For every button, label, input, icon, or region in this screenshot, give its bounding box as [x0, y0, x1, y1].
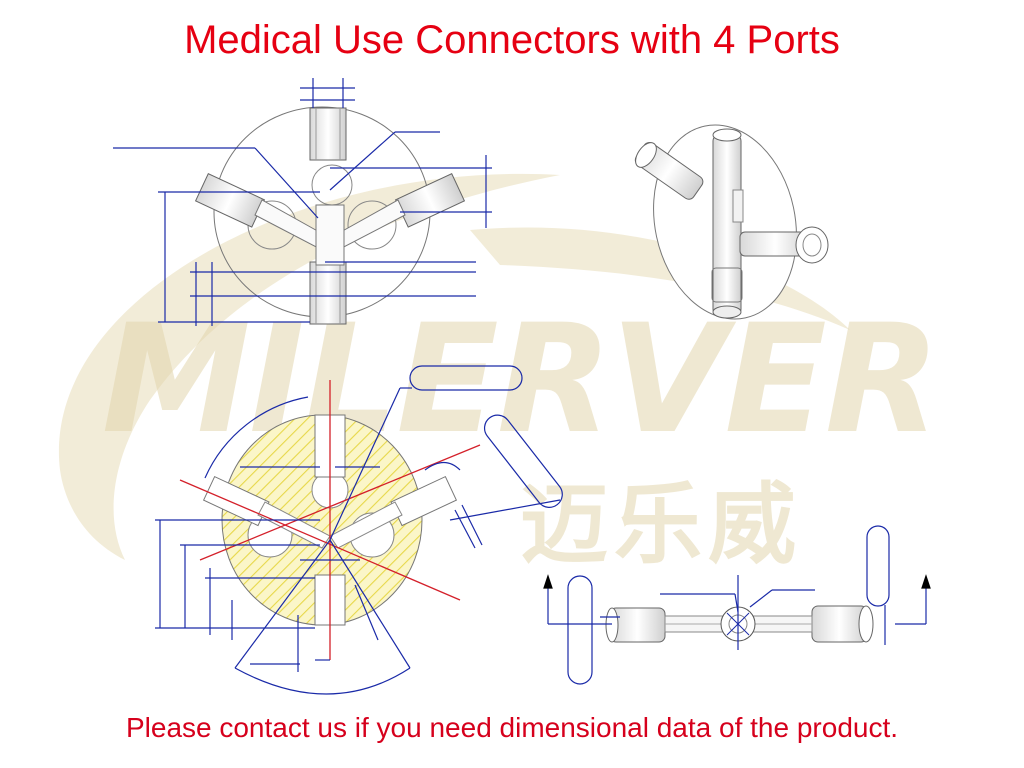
watermark-chinese: 迈乐威 — [520, 473, 803, 576]
page-title: Medical Use Connectors with 4 Ports — [184, 18, 840, 62]
side-view — [543, 525, 931, 685]
front-view — [113, 78, 492, 326]
isometric-view — [634, 124, 829, 320]
contact-note: Please contact us if you need dimensiona… — [125, 712, 899, 743]
section-view — [155, 365, 563, 695]
watermark-brand: MILERVER — [101, 293, 941, 467]
